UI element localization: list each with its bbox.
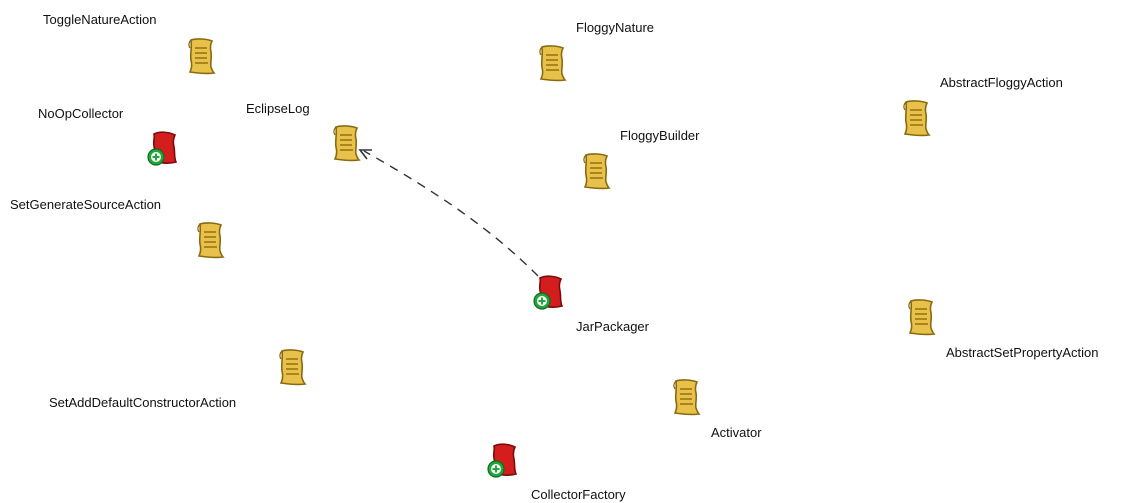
node-label: ToggleNatureAction [43,12,157,27]
node-label: CollectorFactory [531,487,626,502]
document-icon [903,297,939,337]
node-label: Activator [711,425,762,440]
node-label: FloggyBuilder [620,128,700,143]
document-icon [183,36,219,76]
document-icon [192,220,228,260]
red-class-add-icon [485,440,521,480]
red-class-add-icon [145,128,181,168]
node-label: NoOpCollector [38,106,124,121]
document-icon [534,43,570,83]
node-label: SetGenerateSourceAction [10,197,162,212]
document-icon [328,123,364,163]
document-icon [578,151,614,191]
document-icon [668,377,704,417]
document-icon [898,98,934,138]
node-label: AbstractFloggyAction [940,75,1063,90]
dependency-edge [363,150,539,277]
node-label: EclipseLog [246,101,310,116]
node-label: AbstractSetPropertyAction [946,345,1099,360]
document-icon [274,347,310,387]
red-class-add-icon [531,272,567,312]
node-label: JarPackager [576,319,649,334]
node-label: SetAddDefaultConstructorAction [49,395,237,410]
node-label: FloggyNature [576,20,655,35]
